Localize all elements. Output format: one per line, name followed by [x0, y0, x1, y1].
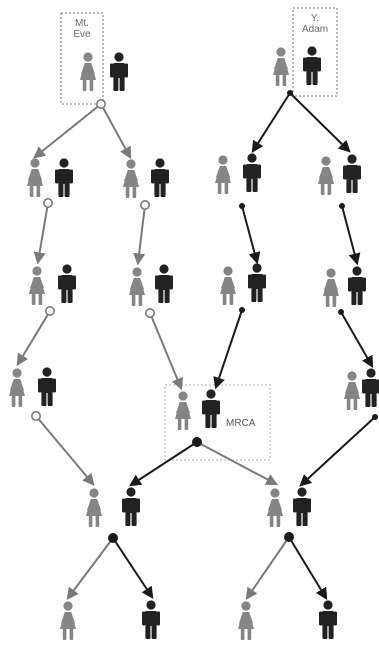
- maternal-markers: [30, 99, 156, 421]
- woman-figure-icon: [129, 267, 145, 306]
- man-figure-icon: [348, 266, 366, 305]
- woman-figure-icon: [215, 155, 231, 194]
- paternal-lineage: [112, 92, 376, 601]
- woman-figure-icon: [29, 266, 45, 305]
- open-circle-marker: [42, 198, 53, 209]
- mt-eve-box: [60, 12, 104, 105]
- y-adam-box: [292, 7, 338, 97]
- man-figure-icon: [202, 389, 220, 428]
- y-adam-label-line2: Adam: [302, 24, 328, 35]
- open-circle-marker: [44, 305, 55, 316]
- open-circle-marker: [30, 410, 41, 421]
- open-circle-marker: [140, 200, 151, 211]
- man-figure-icon: [362, 368, 379, 407]
- filled-dot-marker: [372, 414, 378, 420]
- woman-figure-icon: [267, 488, 283, 527]
- man-figure-icon: [293, 487, 311, 526]
- woman-figure-icon: [273, 47, 289, 86]
- woman-figure-icon: [238, 601, 254, 640]
- woman-figure-icon: [344, 371, 360, 410]
- woman-figure-icon: [220, 266, 236, 305]
- paternal-markers: [108, 90, 378, 543]
- man-figure-icon: [243, 153, 261, 192]
- filled-dot-marker: [108, 533, 118, 543]
- man-figure-icon: [151, 158, 169, 197]
- woman-figure-icon: [323, 268, 339, 307]
- maternal-lineage: [16, 103, 290, 600]
- open-circle-marker: [96, 99, 107, 110]
- man-figure-icon: [122, 487, 140, 526]
- mt-eve-label-line1: Mt.: [75, 18, 89, 29]
- mrca-label: MRCA: [226, 418, 256, 429]
- filled-dot-marker: [338, 309, 344, 315]
- woman-figure-icon: [86, 488, 102, 527]
- open-circle-marker: [145, 307, 156, 318]
- filled-dot-marker: [284, 532, 294, 542]
- man-figure-icon: [303, 46, 321, 85]
- woman-figure-icon: [80, 52, 96, 91]
- man-figure-icon: [343, 154, 361, 193]
- filled-dot-marker: [192, 437, 202, 447]
- mt-eve-label-line2: Eve: [73, 29, 91, 40]
- filled-dot-marker: [339, 203, 345, 209]
- woman-figure-icon: [27, 158, 43, 197]
- woman-figure-icon: [318, 156, 334, 195]
- woman-figure-icon: [9, 368, 25, 407]
- woman-figure-icon: [123, 159, 139, 198]
- man-figure-icon: [110, 52, 128, 91]
- man-figure-icon: [248, 263, 266, 302]
- man-figure-icon: [142, 600, 160, 639]
- woman-figure-icon: [60, 601, 76, 640]
- filled-dot-marker: [287, 90, 293, 96]
- man-figure-icon: [38, 367, 56, 406]
- filled-dot-marker: [239, 203, 245, 209]
- filled-dot-marker: [239, 307, 245, 313]
- y-adam-label-line1: Y.: [311, 13, 319, 24]
- man-figure-icon: [155, 264, 173, 303]
- woman-figure-icon: [175, 391, 191, 430]
- man-figure-icon: [319, 600, 337, 639]
- man-figure-icon: [55, 158, 73, 197]
- man-figure-icon: [58, 264, 76, 303]
